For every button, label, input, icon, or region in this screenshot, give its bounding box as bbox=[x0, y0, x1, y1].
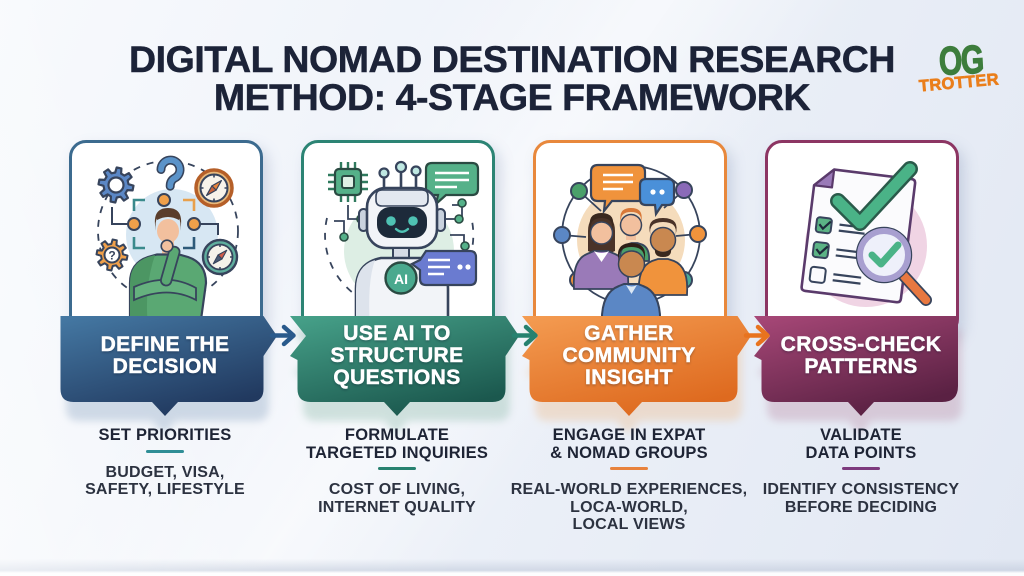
svg-text:?: ? bbox=[108, 249, 115, 263]
svg-text:AI: AI bbox=[394, 271, 408, 287]
